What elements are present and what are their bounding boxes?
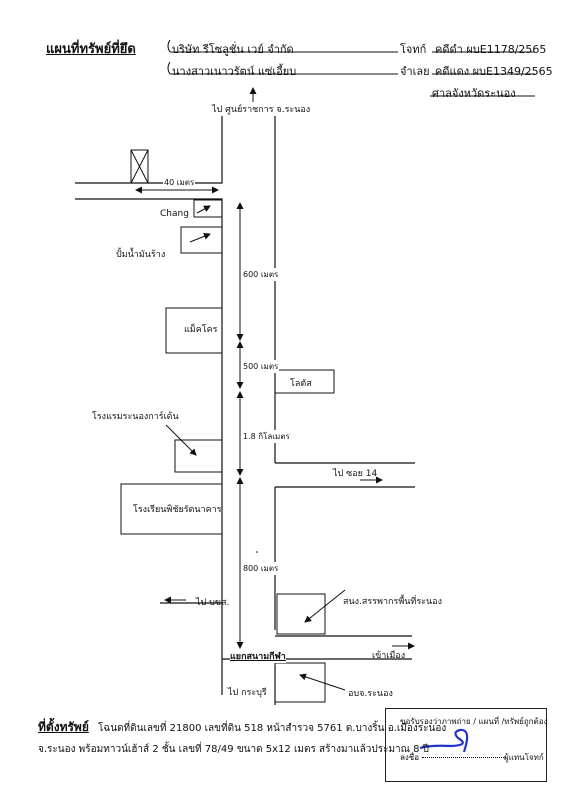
distance-600m: 600 เมตร [242,268,280,281]
case-black-number: คดีดำ ผบE1178/2565 [435,43,547,56]
top-left-building [130,149,149,184]
distance-500m: 500 เมตร [242,360,280,373]
label-district-office: อบจ.ระนอง [348,689,393,699]
label-school: โรงเรียนพิชัยรัตนาคาร [133,505,222,515]
property-location-line1: โฉนดที่ดินเลขที่ 21800 เลขที่ดิน 518 หน้… [98,723,447,734]
property-location-line2: จ.ระนอง พร้อมทาวน์เฮ้าส์ 2 ชั้น เลขที่ 7… [38,744,430,755]
label-chang: Chang [160,209,189,219]
label-intersection: แยกสนามกีฬา [230,649,286,663]
label-makro: แม็คโคร [184,325,218,335]
label-to-town: เข้าเมือง [372,651,406,661]
stamp-role: ผู้แทนโจทก์ [504,753,544,762]
stamp-sign-dots [422,757,506,758]
page-title: แผนที่ทรัพย์ที่ยึด [46,42,136,57]
label-to-soi-14: ไป ซอย 14 [333,469,378,479]
stamp-sign-label: ลงชื่อ [400,753,420,762]
defendant-role: จำเลย [400,65,430,78]
label-to-government-center: ไป ศูนย์ราชการ จ.ระนอง [212,102,311,116]
case-red-number: คดีแดง ผบE1349/2565 [435,65,553,78]
label-gas-station: ปั้มน้ำมันร้าง [116,250,166,260]
property-location-label: ที่ตั้งทรัพย์ [38,720,89,734]
stamp-heading: ขอรับรองว่าภาพถ่าย / แผนที่ /ทรัพย์ถูกต้… [400,717,548,726]
label-lotus: โลตัส [290,379,312,389]
plaintiff-name: บริษัท รีโซลูชั่น เวย์ จำกัด [172,43,294,56]
label-tax-office: สนง.สรรพากรพื้นที่ระนอง [343,597,442,607]
plaintiff-role: โจทก์ [400,43,427,56]
property-location: ที่ตั้งทรัพย์ โฉนดที่ดินเลขที่ 21800 เลข… [38,718,446,737]
label-hotel: โรงแรมระนองการ์เด้น [92,412,179,422]
distance-40m: 40 เมตร [163,176,196,189]
court-name: ศาลจังหวัดระนอง [432,87,516,100]
distance-800m: 800 เมตร [242,562,280,575]
certification-stamp: ขอรับรองว่าภาพถ่าย / แผนที่ /ทรัพย์ถูกต้… [385,708,547,782]
header-lines [167,39,535,97]
defendant-name: นางสาวเนาวรัตน์ แซ่เอี้ยบ [172,65,297,78]
label-to-kraburi: ไป กระบุรี [228,688,267,698]
label-to-bks: ไป บขส. [196,598,230,608]
signature-scribble [419,728,469,753]
distance-1-8km: 1.8 กิโลเมตร [242,430,291,443]
